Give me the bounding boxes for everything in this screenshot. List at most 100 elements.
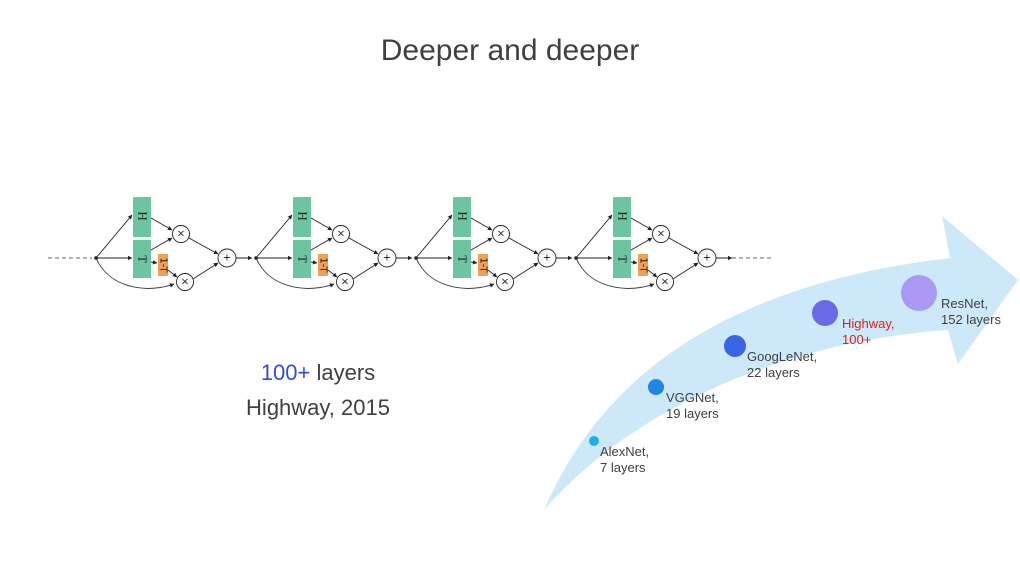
model-point-5	[901, 275, 937, 311]
block-3-multiply-sign-1: ×	[497, 229, 505, 240]
block-2-t-gate	[293, 240, 311, 278]
block-1-multiply-sign-2: ×	[181, 277, 189, 288]
block-1-multiply-node-1	[172, 225, 190, 243]
block-4-t-label: T	[616, 255, 629, 263]
block-4-edge-h-mult	[630, 217, 653, 231]
block-3-multiply-node-1	[492, 225, 510, 243]
block-3-multiply-node-2	[496, 273, 514, 291]
block-1-edge-skip	[95, 257, 175, 289]
block-4-multiply-node-1	[652, 225, 670, 243]
model-label-2: VGGNet,19 layers	[666, 390, 719, 422]
block-3-edge-t-invert	[470, 260, 478, 265]
block-2-edge-skip	[255, 257, 335, 289]
block-2-multiply-sign-2: ×	[341, 277, 349, 288]
block-4-edge-t-invert	[630, 260, 638, 265]
block-2-edge-to-h	[255, 214, 293, 259]
block-4-edge-mult1-add	[668, 237, 699, 255]
model-label-1: AlexNet,7 layers	[600, 444, 649, 476]
block-2-add-sign: +	[383, 253, 391, 264]
block-4-one-minus-t-label: 1-T	[638, 257, 649, 273]
block-3-h-gate	[453, 197, 471, 237]
block-3-edge-to-h	[415, 214, 453, 259]
caption-highlight: 100+	[260, 360, 311, 385]
block-1-h-label: H	[136, 211, 149, 221]
model-point-4	[812, 300, 838, 326]
block-4-one-minus-t-gate	[638, 254, 648, 276]
block-1-edge-to-h	[95, 214, 133, 259]
block-3-multiply-sign-2: ×	[501, 277, 509, 288]
block-1-edge-h-mult	[150, 217, 173, 231]
block-3-add-node	[537, 248, 557, 268]
model-name: VGGNet,	[666, 390, 719, 405]
block-2-edge-mult2-add	[352, 262, 379, 280]
block-4-edge-invert-mult	[647, 269, 658, 278]
block-2-edge-h-mult	[310, 217, 333, 231]
block-3-one-minus-t-label: 1-T	[478, 257, 489, 273]
caption-year: Highway, 2015	[246, 395, 390, 420]
model-depth: 19 layers	[666, 406, 719, 421]
model-name: GoogLeNet,	[747, 349, 818, 364]
block-2-multiply-node-2	[336, 273, 354, 291]
block-4-add-node	[697, 248, 717, 268]
block-4-h-gate	[613, 197, 631, 237]
model-name: Highway,	[842, 316, 895, 331]
block-2-edge-mult1-add	[348, 237, 379, 255]
block-2-edge-t-mult	[310, 237, 333, 251]
model-depth: 100+	[842, 332, 872, 347]
block-1-multiply-node-2	[176, 273, 194, 291]
block-3-edge-t-mult	[470, 237, 493, 251]
block-2-one-minus-t-gate	[318, 254, 328, 276]
model-point-3	[724, 335, 746, 357]
model-depth: 22 layers	[747, 365, 800, 380]
block-4-multiply-node-2	[656, 273, 674, 291]
block-3-one-minus-t-gate	[478, 254, 488, 276]
block-2-edge-t-invert	[310, 260, 318, 265]
block-4-multiply-sign-2: ×	[661, 277, 669, 288]
block-1-one-minus-t-label: 1-T	[158, 257, 169, 273]
block-1-add-sign: +	[223, 253, 231, 264]
model-label-3: GoogLeNet,22 layers	[747, 349, 817, 381]
block-4-edge-mult2-add	[672, 262, 699, 280]
block-4-h-label: H	[616, 211, 629, 221]
block-4-edge-t-mult	[630, 237, 653, 251]
block-3-edge-h-mult	[470, 217, 493, 231]
block-3-add-sign: +	[543, 253, 551, 264]
block-2-one-minus-t-label: 1-T	[318, 257, 329, 273]
block-1-one-minus-t-gate	[158, 254, 168, 276]
timeline-arrow	[544, 216, 1018, 510]
model-name: ResNet,	[941, 296, 988, 311]
block-1-add-node	[217, 248, 237, 268]
block-4-t-gate	[613, 240, 631, 278]
block-4-edge-skip	[575, 257, 655, 289]
block-1-edge-mult2-add	[192, 262, 219, 280]
block-4-edge-to-h	[575, 214, 613, 259]
block-1-edge-t-invert	[150, 260, 158, 265]
block-2-h-label: H	[296, 211, 309, 221]
block-2-h-gate	[293, 197, 311, 237]
model-point-2	[648, 379, 664, 395]
block-3-edge-invert-mult	[487, 269, 498, 278]
block-2-add-node	[377, 248, 397, 268]
block-4-add-sign: +	[703, 253, 711, 264]
block-3-edge-skip	[415, 257, 495, 289]
model-depth: 7 layers	[600, 460, 646, 475]
block-2-edge-invert-mult	[327, 269, 338, 278]
block-1-edge-mult1-add	[188, 237, 219, 255]
block-1-edge-t-mult	[150, 237, 173, 251]
block-2-t-label: T	[296, 255, 309, 263]
block-3-h-label: H	[456, 211, 469, 221]
model-label-5: ResNet,152 layers	[941, 296, 1001, 328]
block-2-multiply-sign-1: ×	[337, 229, 345, 240]
block-3-t-label: T	[456, 255, 469, 263]
model-label-4: Highway,100+	[842, 316, 895, 348]
block-4-multiply-sign-1: ×	[657, 229, 665, 240]
block-1-t-label: T	[136, 255, 149, 263]
block-1-multiply-sign-1: ×	[177, 229, 185, 240]
model-point-1	[589, 436, 599, 446]
block-3-t-gate	[453, 240, 471, 278]
slide-title: Deeper and deeper	[380, 34, 640, 67]
block-2-multiply-node-1	[332, 225, 350, 243]
block-1-h-gate	[133, 197, 151, 237]
